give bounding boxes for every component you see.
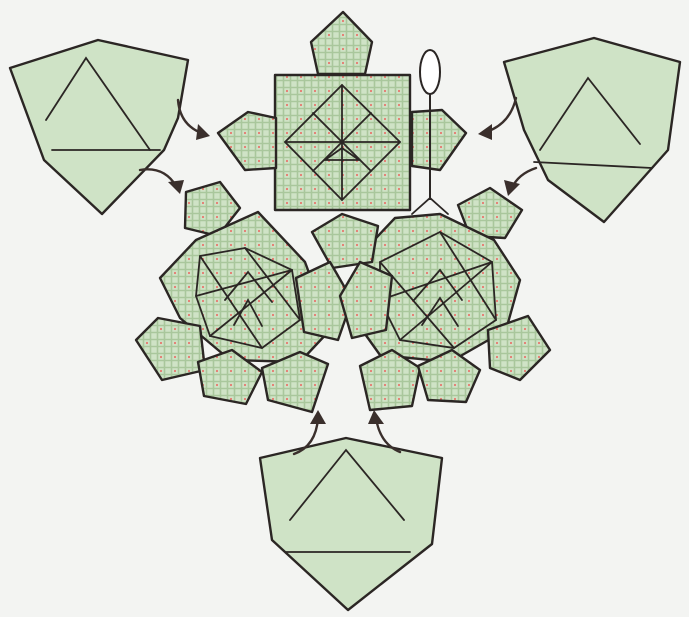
central-square-module xyxy=(275,75,410,210)
center-connector-upper xyxy=(312,214,378,268)
upper-left-pentagon-piece xyxy=(218,112,276,170)
top-pentagon-piece xyxy=(311,12,372,74)
bottom-flap xyxy=(260,438,442,610)
top-right-flap xyxy=(504,38,680,222)
arrow-top-right-to-mid xyxy=(504,168,536,196)
far-left-pentagon-piece xyxy=(136,318,205,380)
top-left-flap xyxy=(10,40,188,214)
upper-right-pentagon-piece xyxy=(412,110,466,170)
center-connector-right xyxy=(340,262,392,338)
far-right-pentagon-piece xyxy=(488,316,550,380)
arrow-top-left-to-mid xyxy=(140,169,184,194)
arrow-top-left-to-square xyxy=(178,100,210,140)
arrow-top-right-to-square xyxy=(478,98,516,140)
